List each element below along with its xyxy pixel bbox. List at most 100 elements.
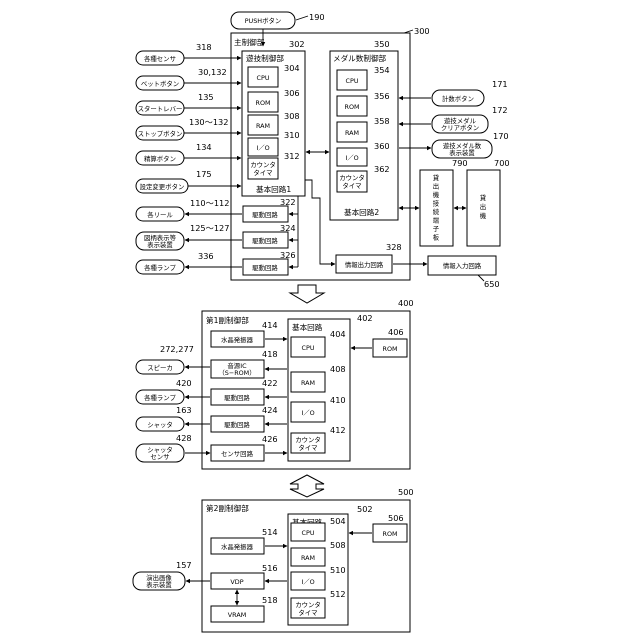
left-output-2-label: 各種ランプ bbox=[144, 263, 176, 272]
left-input-4: 精算ボタン 134 bbox=[136, 142, 241, 165]
left-input-5-ref: 175 bbox=[196, 169, 212, 179]
game-ram-ref: 308 bbox=[284, 111, 300, 121]
left-input-5: 設定変更ボタン 175 bbox=[136, 169, 241, 193]
game-timer-line2: タイマ bbox=[253, 168, 272, 177]
sub1-drive-b-label: 駆動回路 bbox=[224, 420, 250, 429]
sub2-cpu-ref: 504 bbox=[330, 516, 346, 526]
right-unit-2-ref: 170 bbox=[493, 131, 509, 141]
medal-io-label: I／O bbox=[345, 154, 358, 162]
left-input-4-ref: 134 bbox=[196, 142, 212, 152]
right-unit-0-line1: 計数ボタン bbox=[442, 94, 474, 103]
sub1-lamps-label: 各種ランプ bbox=[144, 393, 176, 402]
sub1-timer-ref: 412 bbox=[330, 425, 346, 435]
sub1-osc-label: 水晶発振器 bbox=[221, 335, 254, 344]
sub1-ram-ref: 408 bbox=[330, 364, 346, 374]
info-input-label: 情報入力回路 bbox=[443, 261, 482, 270]
sub1-lamps-ref: 420 bbox=[176, 378, 192, 388]
game-basic-label: 基本回路1 bbox=[256, 184, 291, 194]
left-output-1-line2: 表示装置 bbox=[147, 240, 173, 249]
medal-control-title: メダル数制御部 bbox=[333, 53, 387, 63]
left-input-2: スタートレバー 135 bbox=[136, 92, 241, 115]
sub2-cpu-label: CPU bbox=[302, 529, 315, 537]
drive-circuit-1-ref: 322 bbox=[280, 197, 296, 207]
sub1-sensor-circuit-ref: 426 bbox=[262, 434, 278, 444]
sub2-rom-ref: 506 bbox=[388, 513, 404, 523]
lender-machine-ref: 700 bbox=[494, 158, 510, 168]
sub2-osc-ref: 514 bbox=[262, 527, 278, 537]
left-input-0-label: 各種センサ bbox=[144, 54, 176, 63]
sub1-io-label: I／O bbox=[301, 409, 314, 417]
sub1-sensor-circuit-label: センサ回路 bbox=[221, 449, 254, 458]
effect-display-line2: 表示装置 bbox=[146, 580, 172, 589]
sub2-timer-ref: 512 bbox=[330, 589, 346, 599]
drive-circuit-2-label: 駆動回路 bbox=[252, 236, 278, 245]
right-unit-1-ref: 172 bbox=[492, 105, 508, 115]
main-control-ref: 300 bbox=[414, 26, 430, 36]
medal-control-ref: 350 bbox=[374, 39, 390, 49]
game-control-ref: 302 bbox=[289, 39, 305, 49]
info-output-ref: 328 bbox=[386, 242, 402, 252]
sub1-timer-line1: カウンタ bbox=[295, 435, 321, 444]
left-output-2-ref: 336 bbox=[198, 251, 214, 261]
sub1-osc-ref: 414 bbox=[262, 320, 278, 330]
left-input-5-label: 設定変更ボタン bbox=[140, 182, 185, 191]
relay-board-label: 貸出機接続端子板 bbox=[433, 173, 440, 242]
effect-display-ref: 157 bbox=[176, 560, 192, 570]
game-cpu-ref: 304 bbox=[284, 63, 300, 73]
medal-timer-line2: タイマ bbox=[342, 181, 361, 190]
sub2-vdp-ref: 516 bbox=[262, 563, 278, 573]
right-unit-1-line2: クリアボタン bbox=[441, 123, 479, 132]
medal-rom-ref: 356 bbox=[374, 91, 390, 101]
sub2-ref: 500 bbox=[398, 487, 414, 497]
game-rom-ref: 306 bbox=[284, 88, 300, 98]
info-input-ref: 650 bbox=[484, 279, 500, 289]
sub2-vram-ref: 518 bbox=[262, 595, 278, 605]
sub1-basic-title: 基本回路 bbox=[292, 322, 323, 332]
medal-io-ref: 360 bbox=[374, 141, 390, 151]
drive-circuit-3-ref: 326 bbox=[280, 250, 296, 260]
left-output-0: 各リール 110～112 bbox=[136, 198, 242, 221]
left-output-2: 各種ランプ 336 bbox=[136, 251, 242, 274]
shutter-sensor-ref: 428 bbox=[176, 433, 192, 443]
right-unit-1: 遊技メダル クリアボタン 172 bbox=[399, 105, 508, 133]
sub1-drive-a-ref: 422 bbox=[262, 378, 278, 388]
relay-board-ref: 790 bbox=[452, 158, 468, 168]
left-input-0: 各種センサ 318 bbox=[136, 42, 241, 65]
left-output-1: 図柄表示等 表示装置 125～127 bbox=[136, 223, 242, 250]
sub2-vram-label: VRAM bbox=[228, 611, 246, 619]
left-input-1: ベットボタン 30,132 bbox=[136, 67, 241, 90]
medal-ram-label: RAM bbox=[345, 129, 359, 137]
sub2-title: 第2副制御部 bbox=[206, 503, 249, 513]
sub1-ram-label: RAM bbox=[301, 379, 315, 387]
push-button-ref: 190 bbox=[309, 12, 325, 22]
shutter-label: シャッタ bbox=[147, 420, 173, 429]
sub2-timer-line2: タイマ bbox=[298, 608, 317, 617]
speaker-label: スピーカ bbox=[147, 364, 173, 372]
sub1-drive-a-label: 駆動回路 bbox=[224, 393, 250, 402]
sub2-rom-label: ROM bbox=[383, 530, 398, 538]
game-ram-label: RAM bbox=[256, 122, 270, 130]
sub1-cpu-label: CPU bbox=[302, 344, 315, 352]
sub1-rom-label: ROM bbox=[383, 345, 398, 353]
left-input-1-ref: 30,132 bbox=[198, 67, 227, 77]
left-input-3-ref: 130～132 bbox=[189, 117, 228, 127]
sub1-cpu-ref: 404 bbox=[330, 329, 346, 339]
sub1-timer-line2: タイマ bbox=[298, 443, 317, 452]
sub1-sound-line2: （S−ROM） bbox=[218, 369, 255, 377]
game-io-label: I／O bbox=[256, 144, 269, 152]
sub1-basic-ref: 402 bbox=[357, 313, 373, 323]
drive-circuit-2-ref: 324 bbox=[280, 223, 296, 233]
speaker-ref: 272,277 bbox=[160, 344, 194, 354]
right-unit-2: 遊技メダル数 表示装置 170 bbox=[399, 131, 509, 158]
shutter-sensor-line2: センサ bbox=[150, 453, 169, 461]
left-input-4-label: 精算ボタン bbox=[144, 154, 176, 163]
game-cpu-label: CPU bbox=[257, 74, 270, 82]
push-button-label: PUSHボタン bbox=[245, 16, 282, 25]
game-timer-ref: 312 bbox=[284, 151, 300, 161]
sub2-basic-ref: 502 bbox=[357, 504, 373, 514]
sub1-drive-b-ref: 424 bbox=[262, 405, 278, 415]
left-input-3-label: ストップボタン bbox=[138, 129, 183, 138]
medal-ram-ref: 358 bbox=[374, 116, 390, 126]
sub2-vdp-label: VDP bbox=[230, 578, 243, 586]
medal-basic-label: 基本回路2 bbox=[344, 207, 379, 217]
